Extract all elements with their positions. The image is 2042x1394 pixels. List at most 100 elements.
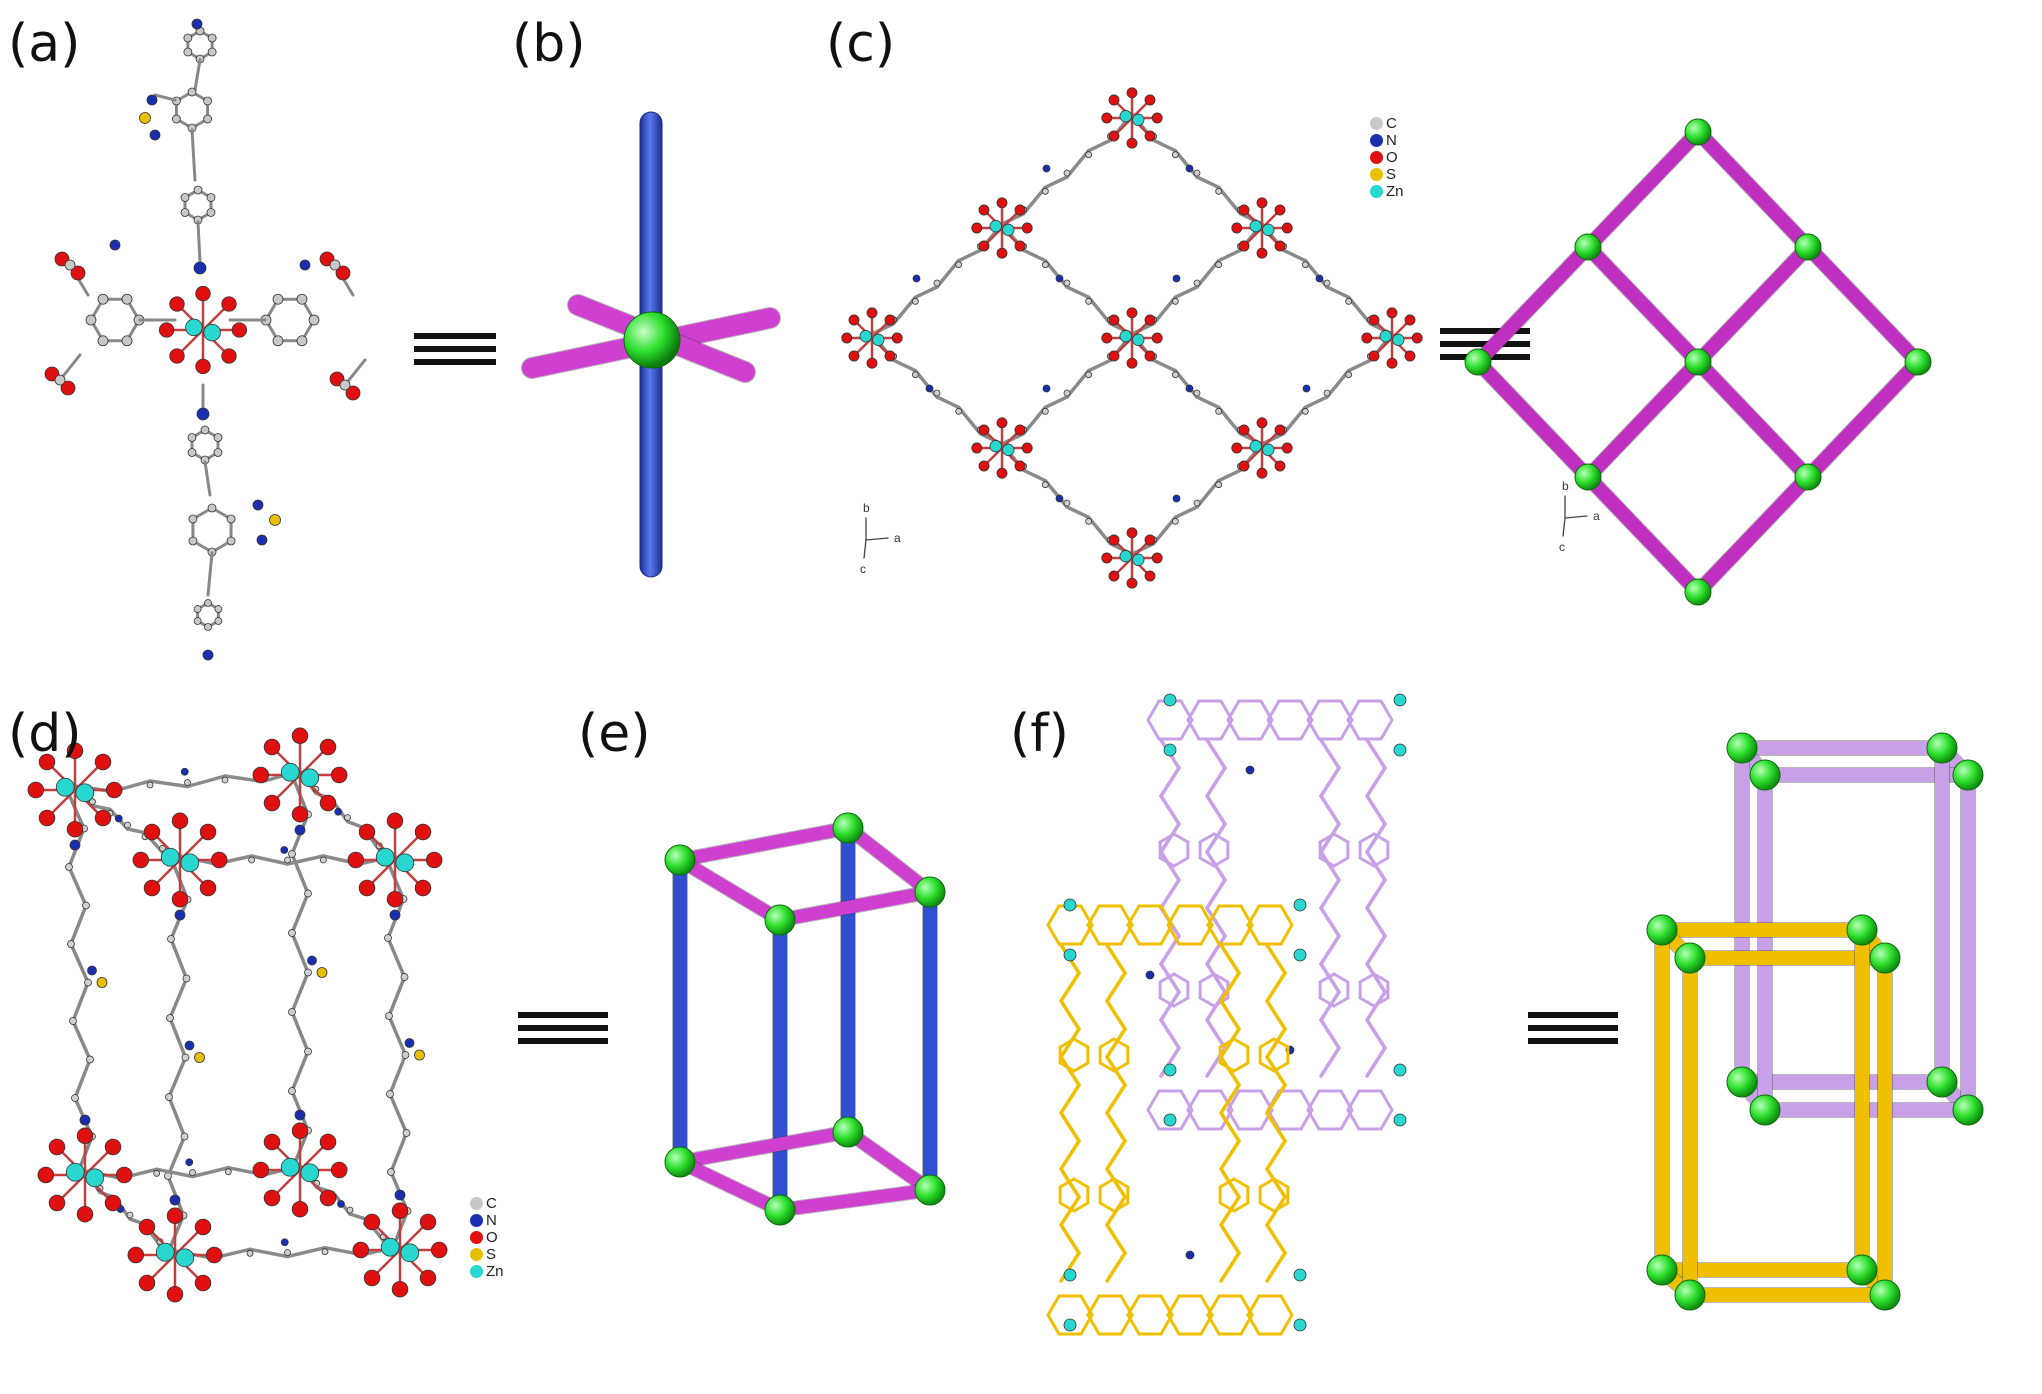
linker-bond [1346,295,1373,326]
oxygen-atom [1108,570,1120,582]
carbon-atom [1085,517,1093,525]
oxygen-atom [143,823,161,841]
chain-bond [73,1057,92,1100]
violet-cage-net [1726,732,1984,1126]
chain-bond [1105,1027,1127,1059]
linker-bond [1021,468,1048,483]
linker-bond [956,248,983,263]
oxygen-atom [1014,460,1026,472]
linker-bond [1151,358,1178,373]
wire-pillar [1365,738,1387,1078]
linker-bond [913,368,939,399]
wire-pillar-ring [1198,832,1230,868]
wire-pillar [1319,738,1341,1078]
zn-paddlewheel-d [347,812,443,908]
ring-bond [1246,1313,1261,1336]
ring-bond [1358,832,1376,844]
net-node [1574,233,1602,261]
chain-bond [1205,738,1227,770]
zinc-atom [1163,1113,1177,1127]
zinc-atom [380,1237,400,1257]
zinc-atom [1163,1063,1177,1077]
ring-bond [1072,1037,1090,1049]
legend-dot-zinc [470,1265,483,1278]
linker-bond [1216,248,1243,263]
ring-bond [1046,1294,1061,1317]
linker-bond [1151,295,1178,326]
oxygen-atom [978,424,990,436]
chain-atom [84,978,92,987]
carbon-atom [1085,371,1093,379]
linker-bond [248,1247,290,1259]
carbon-atom [329,259,341,271]
zinc-atom [1293,948,1307,962]
chain-bond [69,903,88,946]
ring-atom [226,514,236,524]
carbon-atom [911,297,919,305]
panel-e-net [664,812,946,1226]
chain-atom [166,1014,174,1022]
wire-pillar-ring [1098,1037,1130,1073]
zinc-atom [1393,743,1407,757]
nitrogen-atom [1055,494,1064,503]
oxygen-atom [38,809,56,827]
chain-bond [1319,766,1341,798]
carbon-atom [1063,279,1071,287]
oxygen-atom [884,350,896,362]
carbon-atom [248,856,256,864]
chain-bond [71,980,90,1023]
oxygen-atom [1144,570,1156,582]
oxygen-atom [971,222,983,234]
linker-bond [1173,368,1199,399]
ring-bond [1198,996,1216,1008]
chain-bond [388,1092,409,1135]
chain-bond [1365,1018,1387,1050]
ring-bond [1086,904,1101,927]
oxygen-atom [60,380,76,396]
nitrogen-atom [174,909,186,921]
oxygen-atom [996,247,1008,259]
nitrogen-atom [185,1158,194,1167]
oxygen-atom [1238,424,1250,436]
oxygen-atom [263,1133,281,1151]
violet-framework [1146,693,1407,1131]
panel-label-b: (b) [512,14,586,74]
oxygen-atom [70,265,86,281]
ring-bond [1172,996,1190,1008]
wire-pillar [1105,943,1127,1283]
oxygen-atom [363,1269,381,1287]
chain-bond [1319,1018,1341,1050]
nitrogen-atom [334,807,343,816]
chain-bond [1365,766,1387,798]
magenta-layer-rod [841,1125,937,1197]
legend-row-zn: Zn [470,1263,504,1280]
oxygen-atom [1256,247,1268,259]
carbon-atom [146,781,154,789]
ring-bond [1126,1294,1141,1317]
net-node [1674,942,1706,974]
nitrogen-atom [394,1189,406,1201]
zinc-atom [1262,223,1275,236]
net-node [1749,759,1781,791]
benzo-ring-bottom [188,503,236,557]
oxygen-atom [330,1161,348,1179]
wire-ring [1126,1294,1174,1336]
pyridine-ring-bottom [193,599,223,631]
oxygen-atom [1386,307,1398,319]
sql-rod [1471,240,1595,369]
oxygen-atom [358,823,376,841]
carbon-atom [284,856,291,864]
ring-atom [296,293,308,305]
net-node [914,1174,946,1206]
linker-bond [1065,285,1091,300]
gold-cage-net [1646,914,1901,1311]
ring-atom [180,193,190,202]
zinc-atom [1063,1268,1077,1282]
oxygen-atom [419,1269,437,1287]
carbon-atom [89,798,96,806]
oxygen-atom [1274,460,1286,472]
ring-bond [1072,1061,1090,1073]
topology-nets [521,111,1984,1311]
carbon-atom [1215,261,1223,269]
